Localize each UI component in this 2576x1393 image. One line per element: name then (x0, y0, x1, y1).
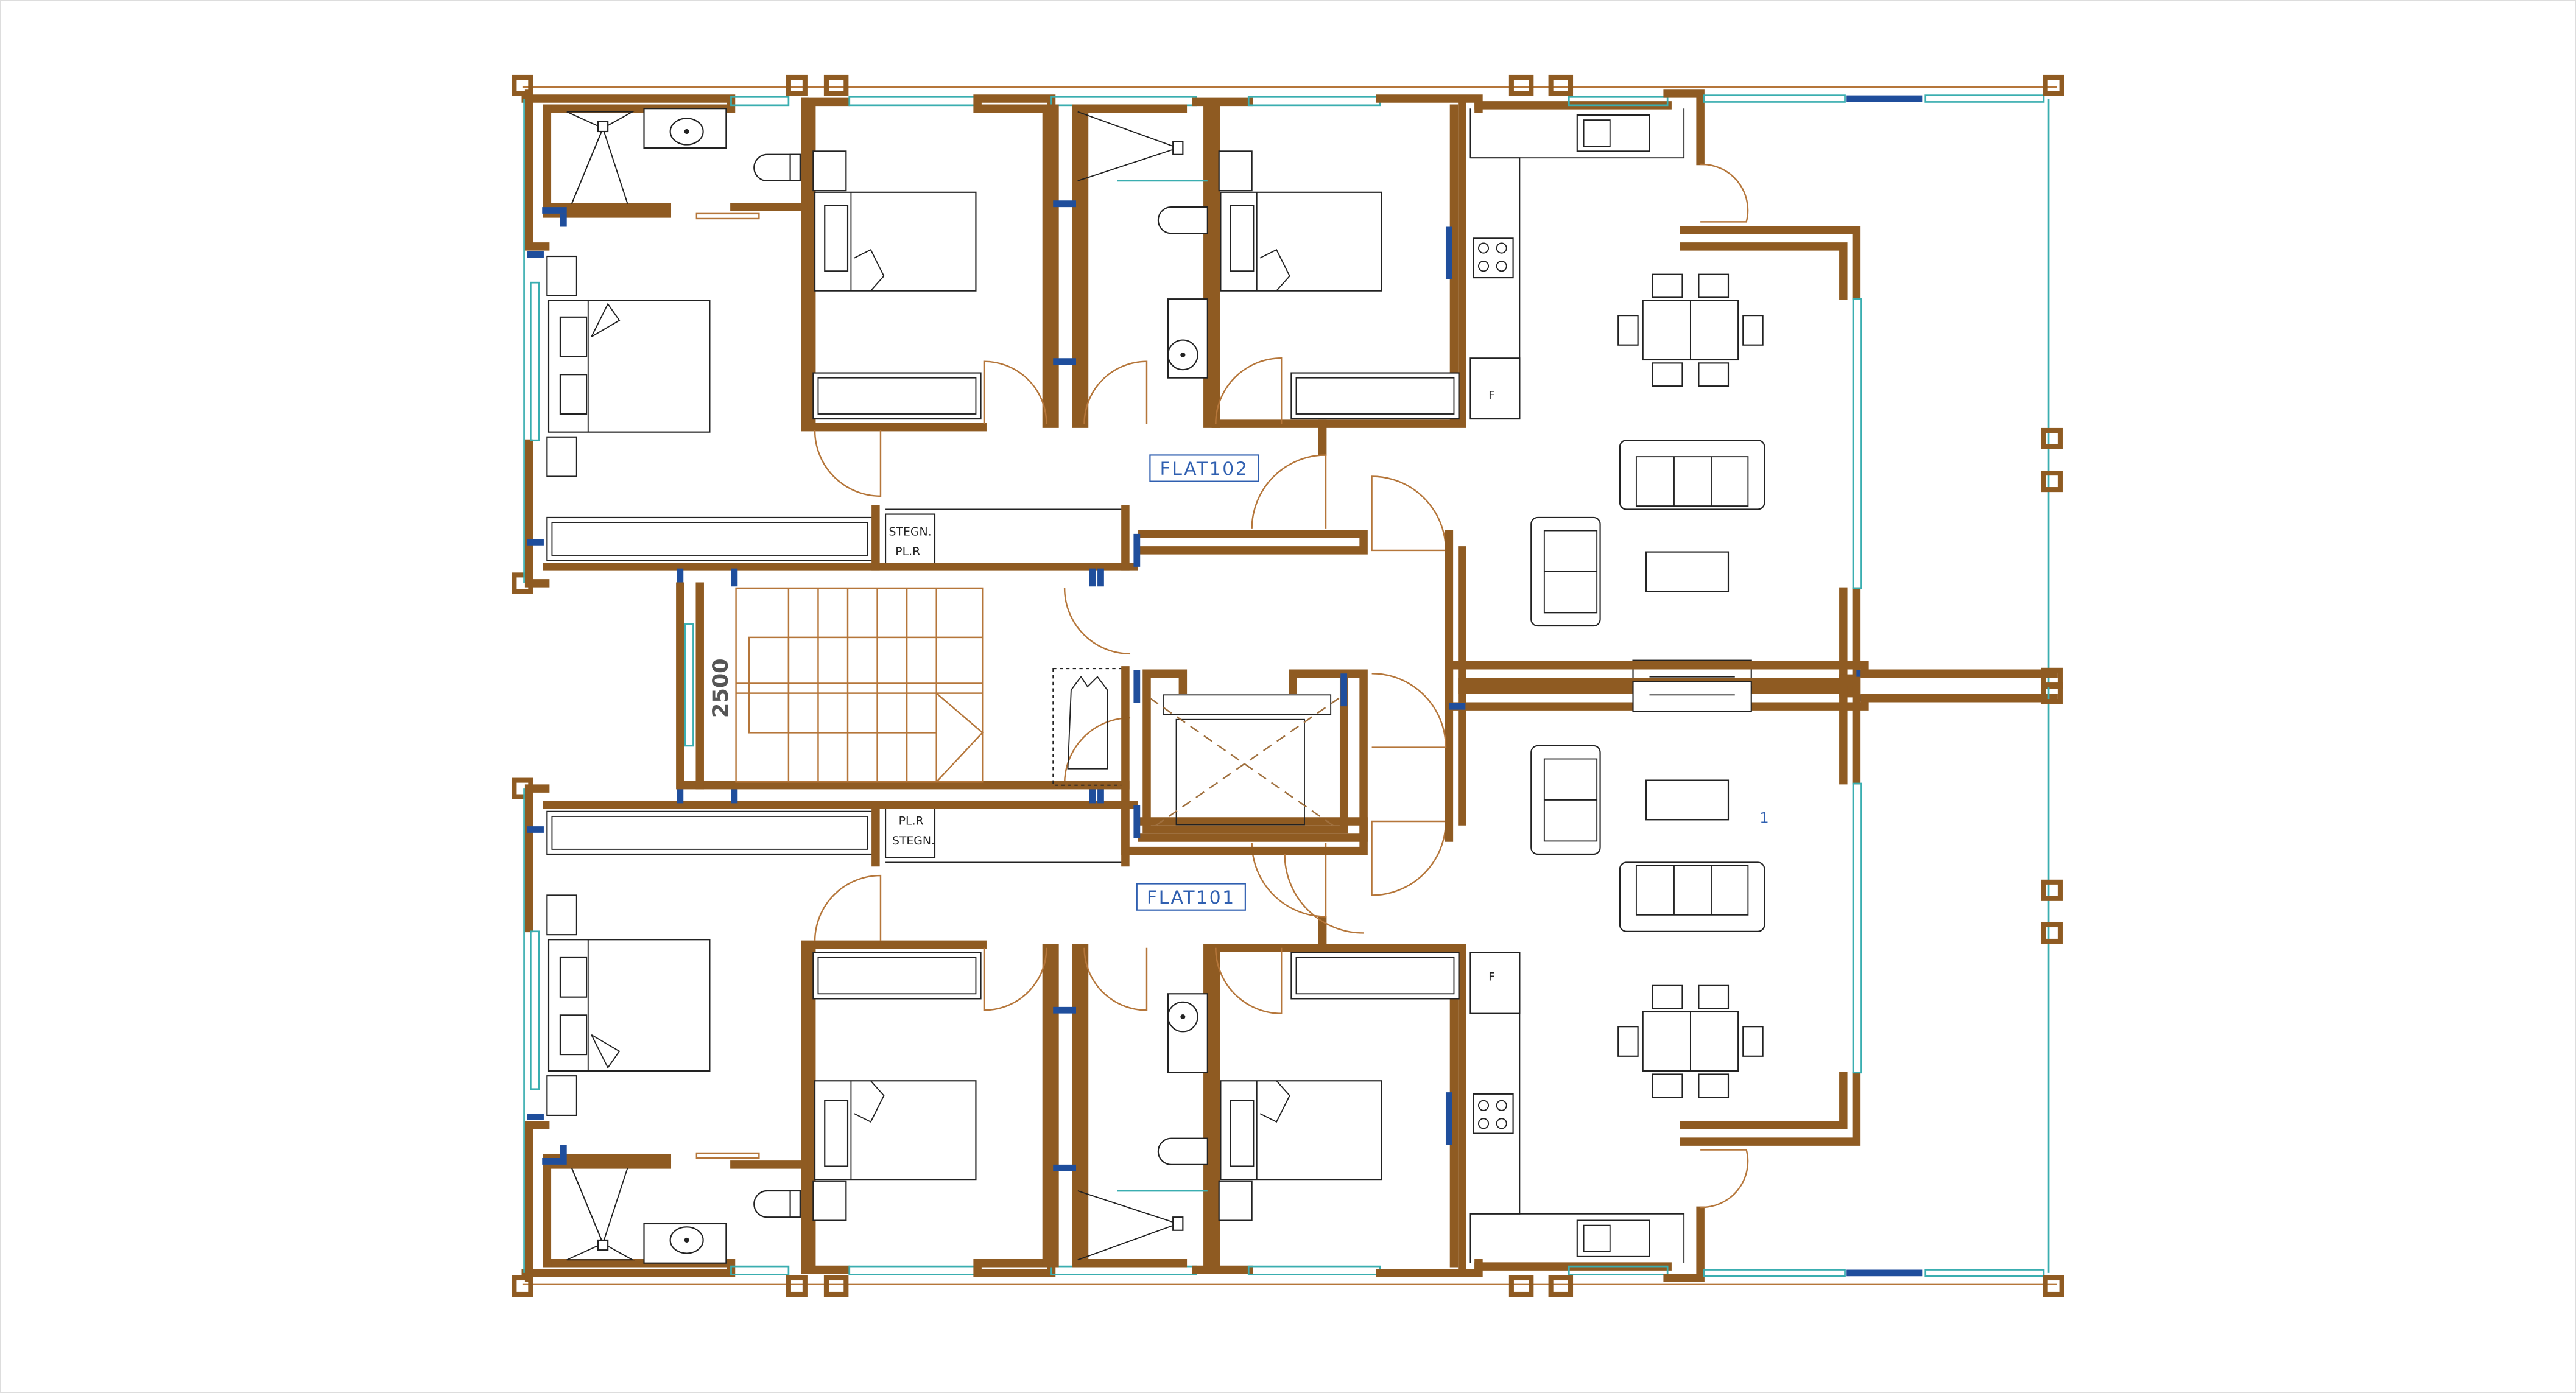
entrance-door-swing (1284, 854, 1364, 934)
marker-label: 1 (1759, 809, 1770, 827)
staircase (735, 587, 984, 783)
shaft-label: PL.R (899, 814, 924, 827)
fridge-label: F (1488, 389, 1495, 402)
stair-dimension: 2500 (708, 658, 733, 718)
shaft-label: PL.R (895, 545, 920, 558)
svg-text:FLAT102: FLAT102 (1160, 458, 1249, 479)
svg-text:FLAT101: FLAT101 (1147, 886, 1236, 908)
stair-core (676, 582, 1130, 790)
fridge-label: F (1488, 970, 1495, 984)
lift-shaft (1121, 666, 1447, 934)
flat-label-102: FLAT102 (1149, 454, 1259, 482)
door-swing (1371, 673, 1447, 748)
shaft-label: STEGN. (892, 834, 935, 847)
flat-label-101: FLAT101 (1136, 883, 1246, 911)
shaft-label: STEGN. (889, 525, 931, 539)
